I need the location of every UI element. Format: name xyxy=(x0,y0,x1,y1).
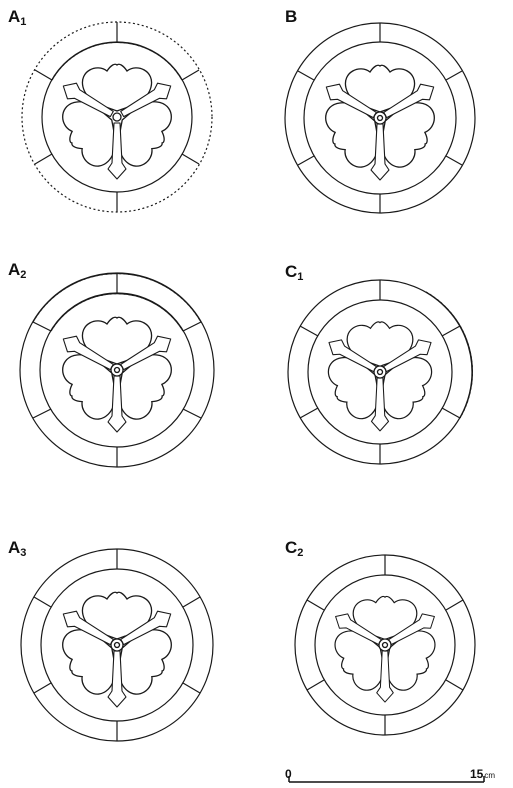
label-c1: C1 xyxy=(285,262,303,283)
segment-lines xyxy=(297,23,463,213)
outer-ring-right-dots xyxy=(425,291,473,419)
inner-ring-top-dots xyxy=(50,293,184,332)
segment-lines xyxy=(33,549,201,741)
inner-ring-top-dots xyxy=(51,41,183,81)
outer-ring-top-dots xyxy=(32,272,202,323)
outer-ring-right-mask xyxy=(425,291,473,419)
crest-c1 xyxy=(287,279,473,465)
segment-lines xyxy=(34,22,200,212)
label-b: B xyxy=(285,7,297,26)
center-boss-inner xyxy=(376,114,384,122)
segment-lines xyxy=(306,555,464,735)
label-a2: A2 xyxy=(8,260,26,281)
scale-end-label: 15cm xyxy=(470,767,495,781)
center-boss-inner xyxy=(113,366,121,374)
center-boss-inner xyxy=(381,641,389,649)
scale-bar: 0 15cm xyxy=(285,767,495,783)
crest-a3 xyxy=(20,548,214,742)
segment-lines xyxy=(299,280,461,464)
crest-a2 xyxy=(19,272,215,468)
crest-c2 xyxy=(294,554,476,736)
label-a3: A3 xyxy=(8,538,26,559)
label-c2: C2 xyxy=(285,538,303,559)
center-boss xyxy=(112,112,122,122)
label-a1: A1 xyxy=(8,7,26,28)
segment-lines xyxy=(32,273,202,467)
crest-a1 xyxy=(21,21,213,213)
center-boss-inner xyxy=(113,641,121,649)
crest-b xyxy=(284,22,476,214)
scale-start-label: 0 xyxy=(285,767,292,781)
center-boss-inner xyxy=(376,368,384,376)
